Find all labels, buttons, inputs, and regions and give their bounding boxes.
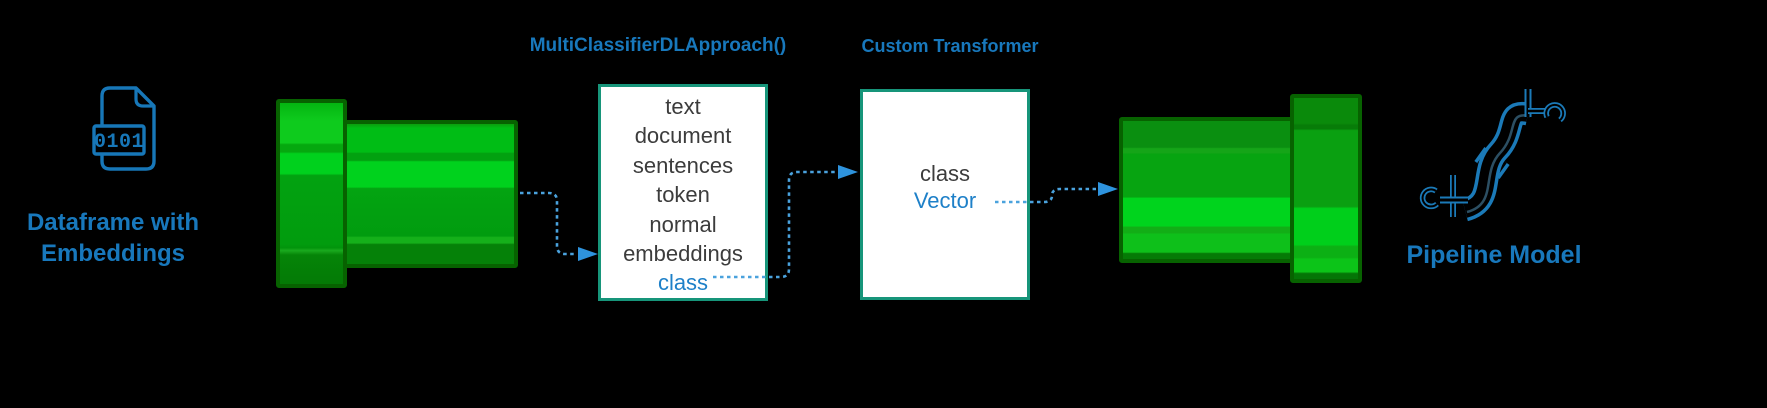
transformer-box: class Vector (860, 89, 1030, 300)
arrowhead-icon (838, 165, 858, 179)
arrowhead-icon (1098, 182, 1118, 196)
approach-line: text (665, 94, 701, 119)
dataframe-label-line2: Embeddings (40, 240, 185, 267)
approach-line: embeddings (623, 241, 743, 267)
transformer-input-line: class (919, 161, 971, 186)
pipeline-icon (1419, 89, 1566, 222)
arrow-approach-to-transformer (713, 170, 836, 279)
approach-line: token (656, 182, 710, 208)
arrowhead-icon (578, 247, 598, 261)
green-pipe-left-body (343, 120, 518, 268)
arrow-pipe-to-approach (520, 191, 576, 256)
dataframe-label: Dataframe with Embeddings (13, 207, 213, 269)
transformer-output-line: Vector (913, 188, 977, 213)
green-pipe-left-cap (276, 99, 347, 288)
green-pipe-right-cap (1290, 94, 1362, 283)
approach-title: MultiClassifierDLApproach() (529, 35, 787, 56)
binary-file-icon: 0101 (92, 86, 156, 171)
transformer-title: Custom Transformer (861, 36, 1039, 56)
approach-box: text document sentences token normal emb… (598, 84, 768, 301)
approach-line: document (634, 123, 732, 149)
pipeline-model-label: Pipeline Model (1406, 241, 1582, 269)
approach-line: sentences (632, 152, 734, 178)
binary-file-text: 0101 (94, 131, 144, 154)
arrow-transformer-to-pipe (995, 187, 1096, 204)
dataframe-label-line1: Dataframe with (26, 209, 200, 236)
approach-line: normal (649, 211, 717, 237)
approach-output-line: class (657, 270, 709, 296)
